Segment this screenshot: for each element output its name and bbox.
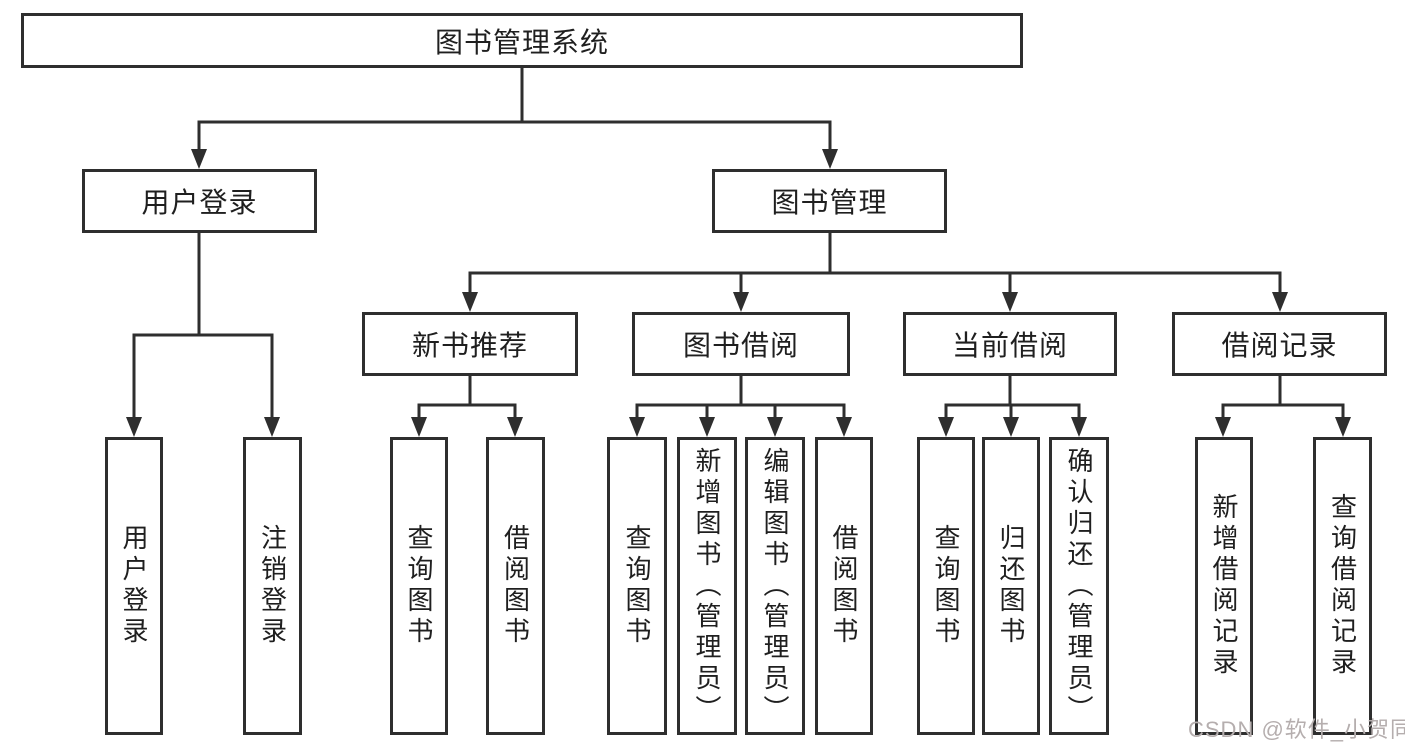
connector-user-login	[126, 233, 280, 437]
leaf-current-return-label: 归还图书	[996, 524, 1026, 648]
leaf-newbook-borrow-label: 借阅图书	[500, 524, 531, 648]
leaf-current-return: 归还图书	[982, 437, 1040, 735]
leaf-borrow-add-label: 新增图书（管理员）	[692, 446, 722, 726]
leaf-borrow-edit: 编辑图书（管理员）	[745, 437, 805, 735]
node-book-borrow-label: 图书借阅	[682, 330, 799, 361]
node-new-book-label: 新书推荐	[411, 330, 528, 361]
node-borrow-record-label: 借阅记录	[1221, 330, 1338, 361]
leaf-borrow-query-label: 查询图书	[622, 524, 652, 648]
connector-book-mgmt	[462, 233, 1288, 312]
connector-new-book	[411, 376, 523, 437]
node-book-mgmt-label: 图书管理	[771, 187, 888, 218]
connector-borrow-record	[1215, 376, 1351, 437]
leaf-user-login: 用户登录	[105, 437, 163, 735]
node-user-login: 用户登录	[82, 169, 317, 233]
node-user-login-label: 用户登录	[141, 187, 258, 218]
leaf-current-confirm: 确认归还（管理员）	[1049, 437, 1109, 735]
leaf-newbook-query-label: 查询图书	[404, 524, 434, 648]
leaf-borrow-edit-label: 编辑图书（管理员）	[760, 446, 790, 726]
leaf-borrow-borrow-label: 借阅图书	[829, 524, 859, 648]
leaf-borrow-query: 查询图书	[607, 437, 667, 735]
leaf-record-query-label: 查询借阅记录	[1327, 493, 1358, 679]
node-current-borrow-label: 当前借阅	[951, 330, 1068, 361]
csdn-watermark: CSDN @软件_小贺同学	[1188, 717, 1405, 742]
connector-current-borrow	[938, 376, 1087, 437]
node-root: 图书管理系统	[21, 13, 1023, 68]
leaf-current-confirm-label: 确认归还（管理员）	[1064, 446, 1094, 726]
leaf-newbook-borrow: 借阅图书	[486, 437, 545, 735]
leaf-current-query-label: 查询图书	[931, 524, 961, 648]
node-book-borrow: 图书借阅	[632, 312, 850, 376]
leaf-borrow-add: 新增图书（管理员）	[677, 437, 737, 735]
leaf-borrow-borrow: 借阅图书	[815, 437, 873, 735]
leaf-user-login-label: 用户登录	[119, 524, 149, 648]
leaf-record-add-label: 新增借阅记录	[1209, 493, 1239, 679]
connector-book-borrow	[629, 376, 852, 437]
leaf-logout-label: 注销登录	[257, 524, 288, 648]
node-new-book: 新书推荐	[362, 312, 578, 376]
leaf-record-add: 新增借阅记录	[1195, 437, 1253, 735]
leaf-newbook-query: 查询图书	[390, 437, 448, 735]
leaf-record-query: 查询借阅记录	[1313, 437, 1372, 735]
node-current-borrow: 当前借阅	[903, 312, 1117, 376]
connector-root	[191, 66, 838, 169]
node-borrow-record: 借阅记录	[1172, 312, 1387, 376]
leaf-logout: 注销登录	[243, 437, 302, 735]
leaf-current-query: 查询图书	[917, 437, 975, 735]
node-book-mgmt: 图书管理	[712, 169, 947, 233]
node-root-label: 图书管理系统	[434, 26, 609, 58]
